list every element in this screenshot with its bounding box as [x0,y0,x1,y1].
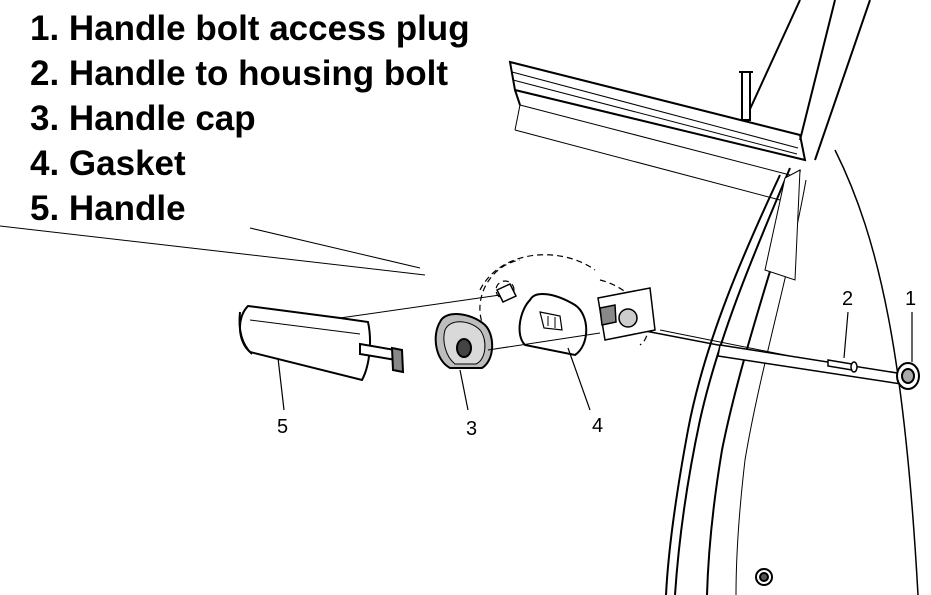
legend-item-2: 2. Handle to housing bolt [30,54,449,93]
housing-bolt [827,359,858,373]
legend-item-4: 4. Gasket [30,144,186,183]
legend-item-5: 5. Handle [30,189,186,228]
handle-rod [717,344,911,386]
access-plug [896,362,920,390]
latch-mechanism [597,287,656,341]
pointer-lines [0,225,426,276]
handle-cap [434,313,494,369]
callout-3: 3 [466,418,477,440]
callout-5: 5 [277,416,288,438]
door-frame [508,0,919,595]
legend-item-1: 1. Handle bolt access plug [30,9,470,48]
parts-legend: 1. Handle bolt access plug 2. Handle to … [30,6,470,231]
callout-leaders [277,311,913,411]
housing-bolt-stud [495,283,518,303]
callout-4: 4 [592,415,603,437]
gasket [518,293,588,357]
door-handle [238,304,405,382]
callout-1: 1 [905,288,916,310]
callout-2: 2 [842,288,853,310]
legend-item-3: 3. Handle cap [30,99,256,138]
